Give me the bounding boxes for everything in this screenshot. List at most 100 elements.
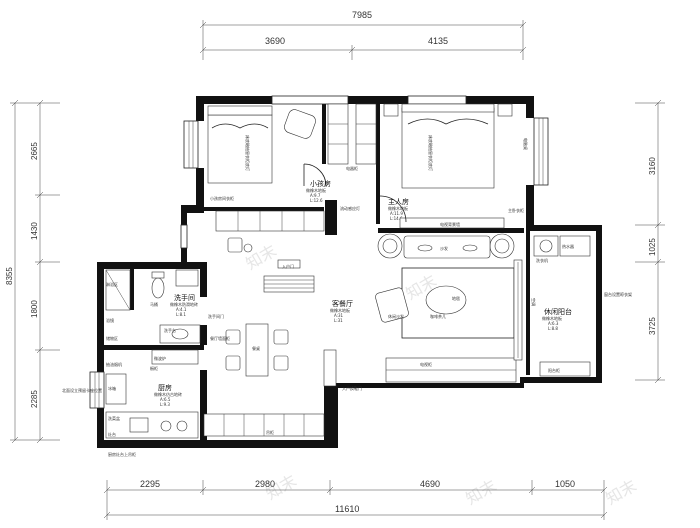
kids-room-floor: 做橡木地板 bbox=[306, 187, 326, 193]
kids-room: 床底暗抽屉衣柜底灯 小孩房 做橡木地板 A:9.7 L:12.6 小孩房间衣柜 bbox=[207, 103, 377, 232]
sofa bbox=[403, 235, 491, 259]
living-room-area: A:31 bbox=[334, 313, 344, 318]
master-desk-label: 电脑桌 bbox=[523, 138, 529, 150]
kids-bed bbox=[207, 114, 273, 184]
kitchen: 微波炉 冰箱 洗菜盆 灶台 厨房 做橡木仿古地砖 A:6.5 L:9.3 抽油烟… bbox=[62, 349, 199, 457]
balcony-perim: L:8.8 bbox=[548, 326, 558, 331]
kids-wardrobe-cabinet bbox=[327, 103, 349, 165]
tea-table-label: 咖啡茶几 bbox=[430, 313, 446, 319]
right-dimensions: 3160 1025 3725 bbox=[635, 99, 665, 384]
living-room: 沙发 地毯 咖啡茶几 休闲沙发 客餐厅 做橡木地板 A:31 L:31 电视柜 … bbox=[330, 233, 523, 391]
top-dimensions: 7985 3690 4135 bbox=[199, 10, 527, 60]
living-room-name: 客餐厅 bbox=[332, 299, 353, 308]
balcony-cabinet-label: 阳台柜 bbox=[548, 367, 560, 373]
watermark: 知末 bbox=[603, 476, 640, 508]
dim-bottom-1: 2980 bbox=[255, 479, 275, 489]
lounge-chair-label: 休闲沙发 bbox=[388, 313, 404, 319]
kids-chair bbox=[284, 109, 316, 139]
dim-bottom-3: 1050 bbox=[555, 479, 575, 489]
walls bbox=[97, 96, 602, 448]
stove-label: 灶台 bbox=[108, 431, 116, 437]
microwave-label: 微波炉 bbox=[154, 355, 166, 361]
dim-right-1: 1025 bbox=[648, 238, 657, 256]
master-room-area: A:11.9 bbox=[390, 211, 403, 216]
kids-desk bbox=[215, 210, 325, 232]
kids-bed-label: 床底暗抽屉衣柜底灯 bbox=[245, 135, 251, 171]
master-bedroom: 床底暗抽屉衣柜底灯 主人房 做橡木地板 A:11.9 L:14.6 电脑桌 主卧… bbox=[340, 103, 529, 229]
master-room-perim: L:14.6 bbox=[390, 216, 403, 221]
balcony-floor: 做橡木地板 bbox=[542, 315, 562, 321]
left-dimensions: 8355 2665 1430 1800 2285 bbox=[5, 99, 60, 444]
master-wardrobe-cabinet bbox=[355, 103, 377, 165]
bottom-dimensions: 2295 2980 4690 1050 11610 bbox=[103, 479, 608, 520]
cooker-hood-label: 抽油烟机 bbox=[106, 361, 122, 367]
mirror-label: 浴镜 bbox=[106, 317, 114, 323]
dim-left-0: 2665 bbox=[30, 142, 39, 160]
storage-label: 储物区 bbox=[106, 335, 118, 341]
door-label: 入户门 bbox=[282, 263, 294, 269]
kitchen-floor: 做橡木仿古地砖 bbox=[154, 391, 182, 397]
bathroom-name: 洗手间 bbox=[174, 293, 195, 302]
dim-top-right: 4135 bbox=[428, 36, 448, 46]
bathroom-floor: 做橡木防滑地砖 bbox=[170, 301, 198, 307]
dining-table bbox=[245, 323, 269, 377]
kitchen-cabinet-label: 橱柜 bbox=[150, 365, 158, 371]
ac-unit-label: 空调 bbox=[531, 298, 537, 306]
dim-bottom-0: 2295 bbox=[140, 479, 160, 489]
tv-cabinet-label: 电视柜 bbox=[420, 361, 432, 367]
corridor-light-label: 流动感应灯 bbox=[340, 205, 360, 211]
sofa-label: 沙发 bbox=[440, 245, 448, 251]
washing-machine-label: 洗衣机 bbox=[536, 257, 548, 263]
kids-wardrobe-label: 小孩房间衣柜 bbox=[210, 195, 234, 201]
dim-left-2: 1800 bbox=[30, 300, 39, 318]
master-tv-wall bbox=[399, 217, 505, 229]
dining: 入户门 餐桌 洗手间门 餐厅墙面柜 吊柜 bbox=[203, 237, 337, 437]
master-room-floor: 做橡木地板 bbox=[388, 205, 408, 211]
kids-room-area: A:9.7 bbox=[310, 193, 321, 198]
entrance-label: 入户换鞋门 bbox=[342, 385, 362, 391]
balcony-name: 休闲阳台 bbox=[544, 307, 572, 316]
dim-left-total: 8355 bbox=[5, 267, 14, 285]
bathroom: 淋浴区 马桶 洗手台 浴镜 洗手间 做橡木防滑地砖 A:4.1 L:8.1 储物… bbox=[105, 269, 201, 344]
water-heater-label: 热水器 bbox=[562, 243, 574, 249]
windows bbox=[89, 95, 549, 409]
dim-bottom-total: 11610 bbox=[335, 504, 359, 514]
rug-label: 地毯 bbox=[452, 295, 460, 301]
dim-right-2: 3725 bbox=[648, 317, 657, 335]
dim-top-total: 7985 bbox=[352, 10, 372, 20]
balcony: 洗衣机 热水器 窗台设置晾衣架 休闲阳台 做橡木地板 A:6.3 L:8.8 阳… bbox=[531, 235, 632, 377]
kids-room-perim: L:12.6 bbox=[310, 198, 323, 203]
dining-table-label: 餐桌 bbox=[252, 345, 260, 351]
kitchen-name: 厨房 bbox=[158, 383, 172, 392]
master-room-name: 主人房 bbox=[388, 197, 409, 206]
living-room-floor: 做橡木地板 bbox=[330, 307, 350, 313]
sink-label: 洗菜盆 bbox=[108, 415, 120, 421]
kitchen-perim: L:9.3 bbox=[160, 402, 170, 407]
living-room-perim: L:31 bbox=[334, 318, 343, 323]
master-cabinet-label: 主卧衣柜 bbox=[508, 207, 524, 213]
toilet bbox=[151, 277, 165, 299]
balcony-area: A:6.3 bbox=[548, 321, 559, 326]
master-bed bbox=[401, 107, 495, 189]
dim-left-1: 1430 bbox=[30, 222, 39, 240]
balcony-note: 窗台设置晾衣架 bbox=[604, 291, 632, 297]
dim-right-0: 3160 bbox=[648, 157, 657, 175]
tv-wall-label: 电视背景墙 bbox=[440, 221, 460, 227]
dining-cabinet-label: 餐厅墙面柜 bbox=[210, 335, 230, 341]
kids-room-name: 小孩房 bbox=[310, 179, 331, 188]
fridge-label: 冰箱 bbox=[108, 385, 116, 391]
bathroom-perim: L:8.1 bbox=[176, 312, 186, 317]
left-note: 北面设立预留卡座位置 bbox=[62, 387, 102, 393]
bathroom-door-label: 洗手间门 bbox=[208, 313, 224, 319]
watermark: 知末 bbox=[463, 476, 500, 508]
bottom-note: 厨房灶台上吊柜 bbox=[108, 451, 136, 457]
shower-label: 淋浴区 bbox=[106, 281, 118, 287]
lounge-chair bbox=[375, 287, 409, 323]
washbasin-label: 洗手台 bbox=[164, 327, 176, 333]
dim-bottom-2: 4690 bbox=[420, 479, 440, 489]
tea-table bbox=[425, 285, 467, 315]
kitchen-top-label: 吊柜 bbox=[266, 429, 274, 435]
kitchen-area: A:6.5 bbox=[160, 397, 171, 402]
dim-left-3: 2285 bbox=[30, 390, 39, 408]
